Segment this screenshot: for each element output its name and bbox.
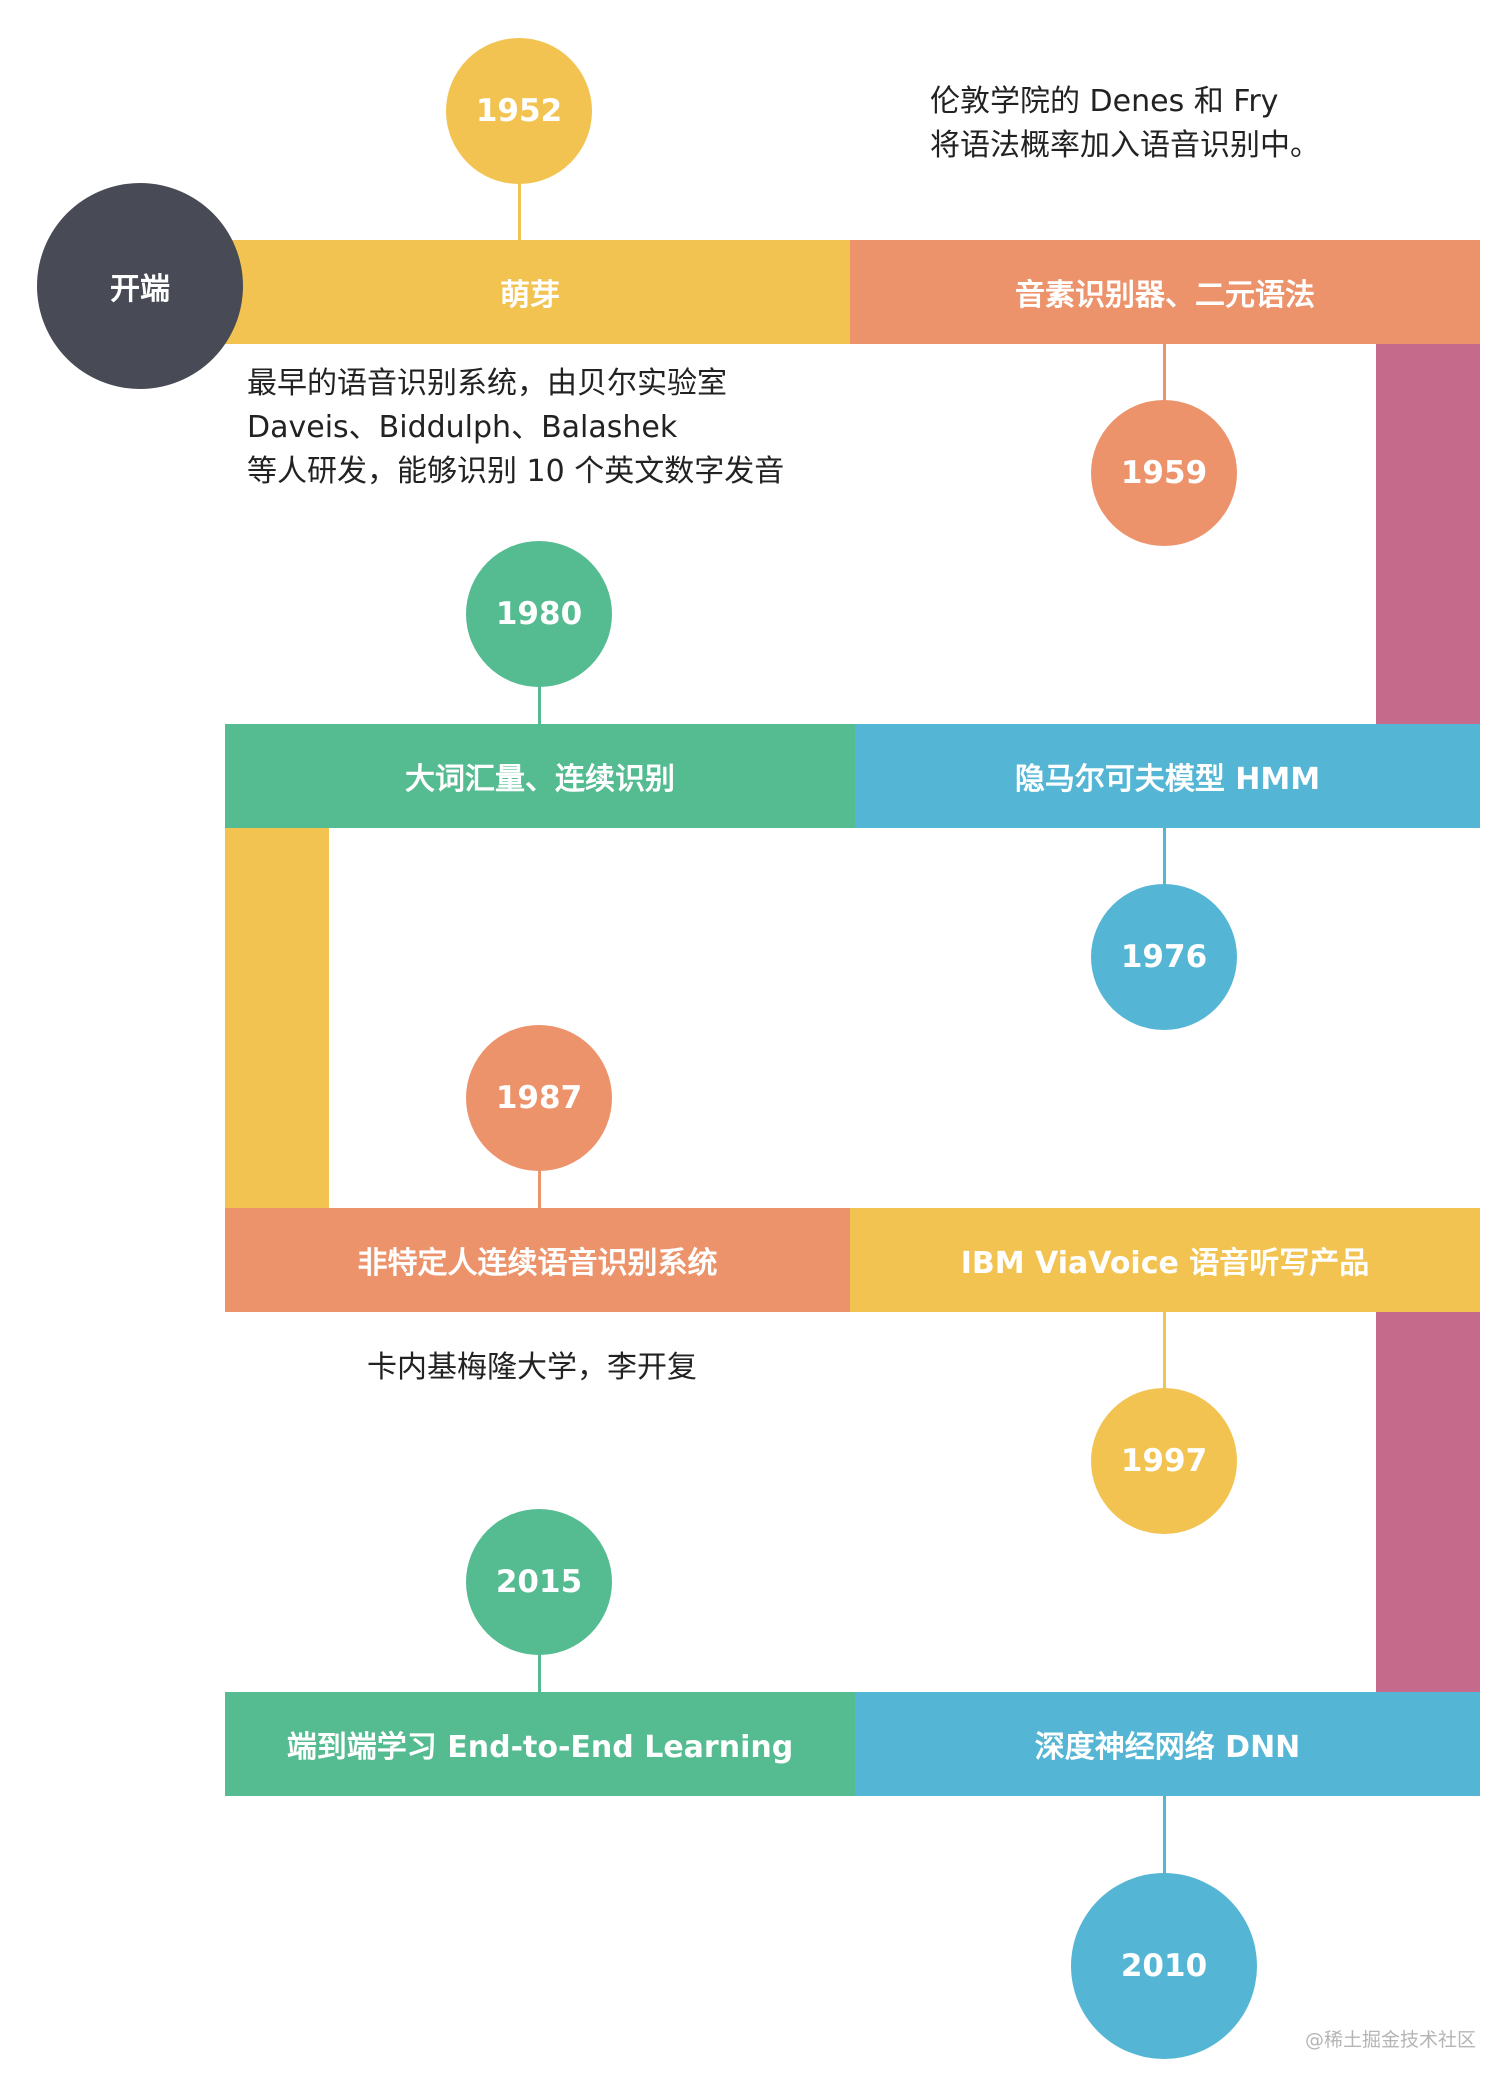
year-label: 1997 [1120, 1443, 1208, 1479]
connector-right-1 [1376, 344, 1480, 724]
year-label: 1987 [495, 1080, 583, 1116]
note-line: 将语法概率加入语音识别中。 [930, 128, 1320, 163]
note-line: 等人研发，能够识别 10 个英文数字发音 [247, 454, 785, 489]
note-1987: 卡内基梅隆大学，李开复 [367, 1346, 697, 1390]
stage-bar-end-to-end: 端到端学习 End-to-End Learning [225, 1692, 855, 1796]
note-line: 卡内基梅隆大学，李开复 [367, 1350, 697, 1385]
stem-1980 [538, 684, 541, 724]
stem-1976 [1163, 828, 1166, 888]
stage-bar-hmm: 隐马尔可夫模型 HMM [855, 724, 1480, 828]
year-label: 1959 [1120, 455, 1208, 491]
stage-bar-speaker-independent: 非特定人连续语音识别系统 [225, 1208, 850, 1312]
year-label: 1952 [475, 93, 563, 129]
stage-bar-viavoice: IBM ViaVoice 语音听写产品 [850, 1208, 1480, 1312]
stem-1959 [1163, 344, 1166, 404]
note-line: Daveis、Biddulph、Balashek [247, 410, 678, 445]
note-1959: 伦敦学院的 Denes 和 Fry 将语法概率加入语音识别中。 [930, 80, 1320, 168]
stage-label: 隐马尔可夫模型 HMM [1014, 762, 1321, 797]
stage-label: IBM ViaVoice 语音听写产品 [960, 1246, 1370, 1281]
year-circle-1952: 1952 [446, 38, 592, 184]
stage-bar-large-vocab: 大词汇量、连续识别 [225, 724, 855, 828]
stage-label: 大词汇量、连续识别 [405, 762, 675, 797]
stage-bar-dnn: 深度神经网络 DNN [855, 1692, 1480, 1796]
stem-2010 [1163, 1796, 1166, 1876]
year-label: 1976 [1120, 939, 1208, 975]
stage-label: 非特定人连续语音识别系统 [357, 1246, 718, 1281]
stem-1952 [518, 180, 521, 240]
stem-2015 [538, 1652, 541, 1692]
note-line: 伦敦学院的 Denes 和 Fry [930, 84, 1279, 119]
year-circle-1987: 1987 [466, 1025, 612, 1171]
year-label: 2015 [495, 1564, 583, 1600]
connector-left [225, 828, 329, 1208]
year-circle-2010: 2010 [1071, 1873, 1257, 2059]
year-circle-1959: 1959 [1091, 400, 1237, 546]
year-circle-1976: 1976 [1091, 884, 1237, 1030]
note-line: 最早的语音识别系统，由贝尔实验室 [247, 366, 727, 401]
start-label: 开端 [110, 272, 170, 307]
stem-1997 [1163, 1312, 1166, 1392]
stage-label: 萌芽 [500, 278, 560, 313]
stage-bar-phoneme: 音素识别器、二元语法 [850, 240, 1480, 344]
connector-right-2 [1376, 1312, 1480, 1692]
start-circle: 开端 [37, 183, 243, 389]
year-circle-1980: 1980 [466, 541, 612, 687]
watermark: @稀土掘金技术社区 [1305, 2029, 1477, 2051]
year-circle-1997: 1997 [1091, 1388, 1237, 1534]
note-1952: 最早的语音识别系统，由贝尔实验室 Daveis、Biddulph、Balashe… [247, 362, 784, 494]
year-label: 2010 [1120, 1948, 1208, 1984]
stage-label: 端到端学习 End-to-End Learning [286, 1730, 794, 1765]
stem-1987 [538, 1168, 541, 1208]
stage-label: 深度神经网络 DNN [1034, 1730, 1301, 1765]
stage-bar-sprout: 萌芽 [210, 240, 850, 344]
year-label: 1980 [495, 596, 583, 632]
stage-label: 音素识别器、二元语法 [1015, 278, 1315, 313]
year-circle-2015: 2015 [466, 1509, 612, 1655]
